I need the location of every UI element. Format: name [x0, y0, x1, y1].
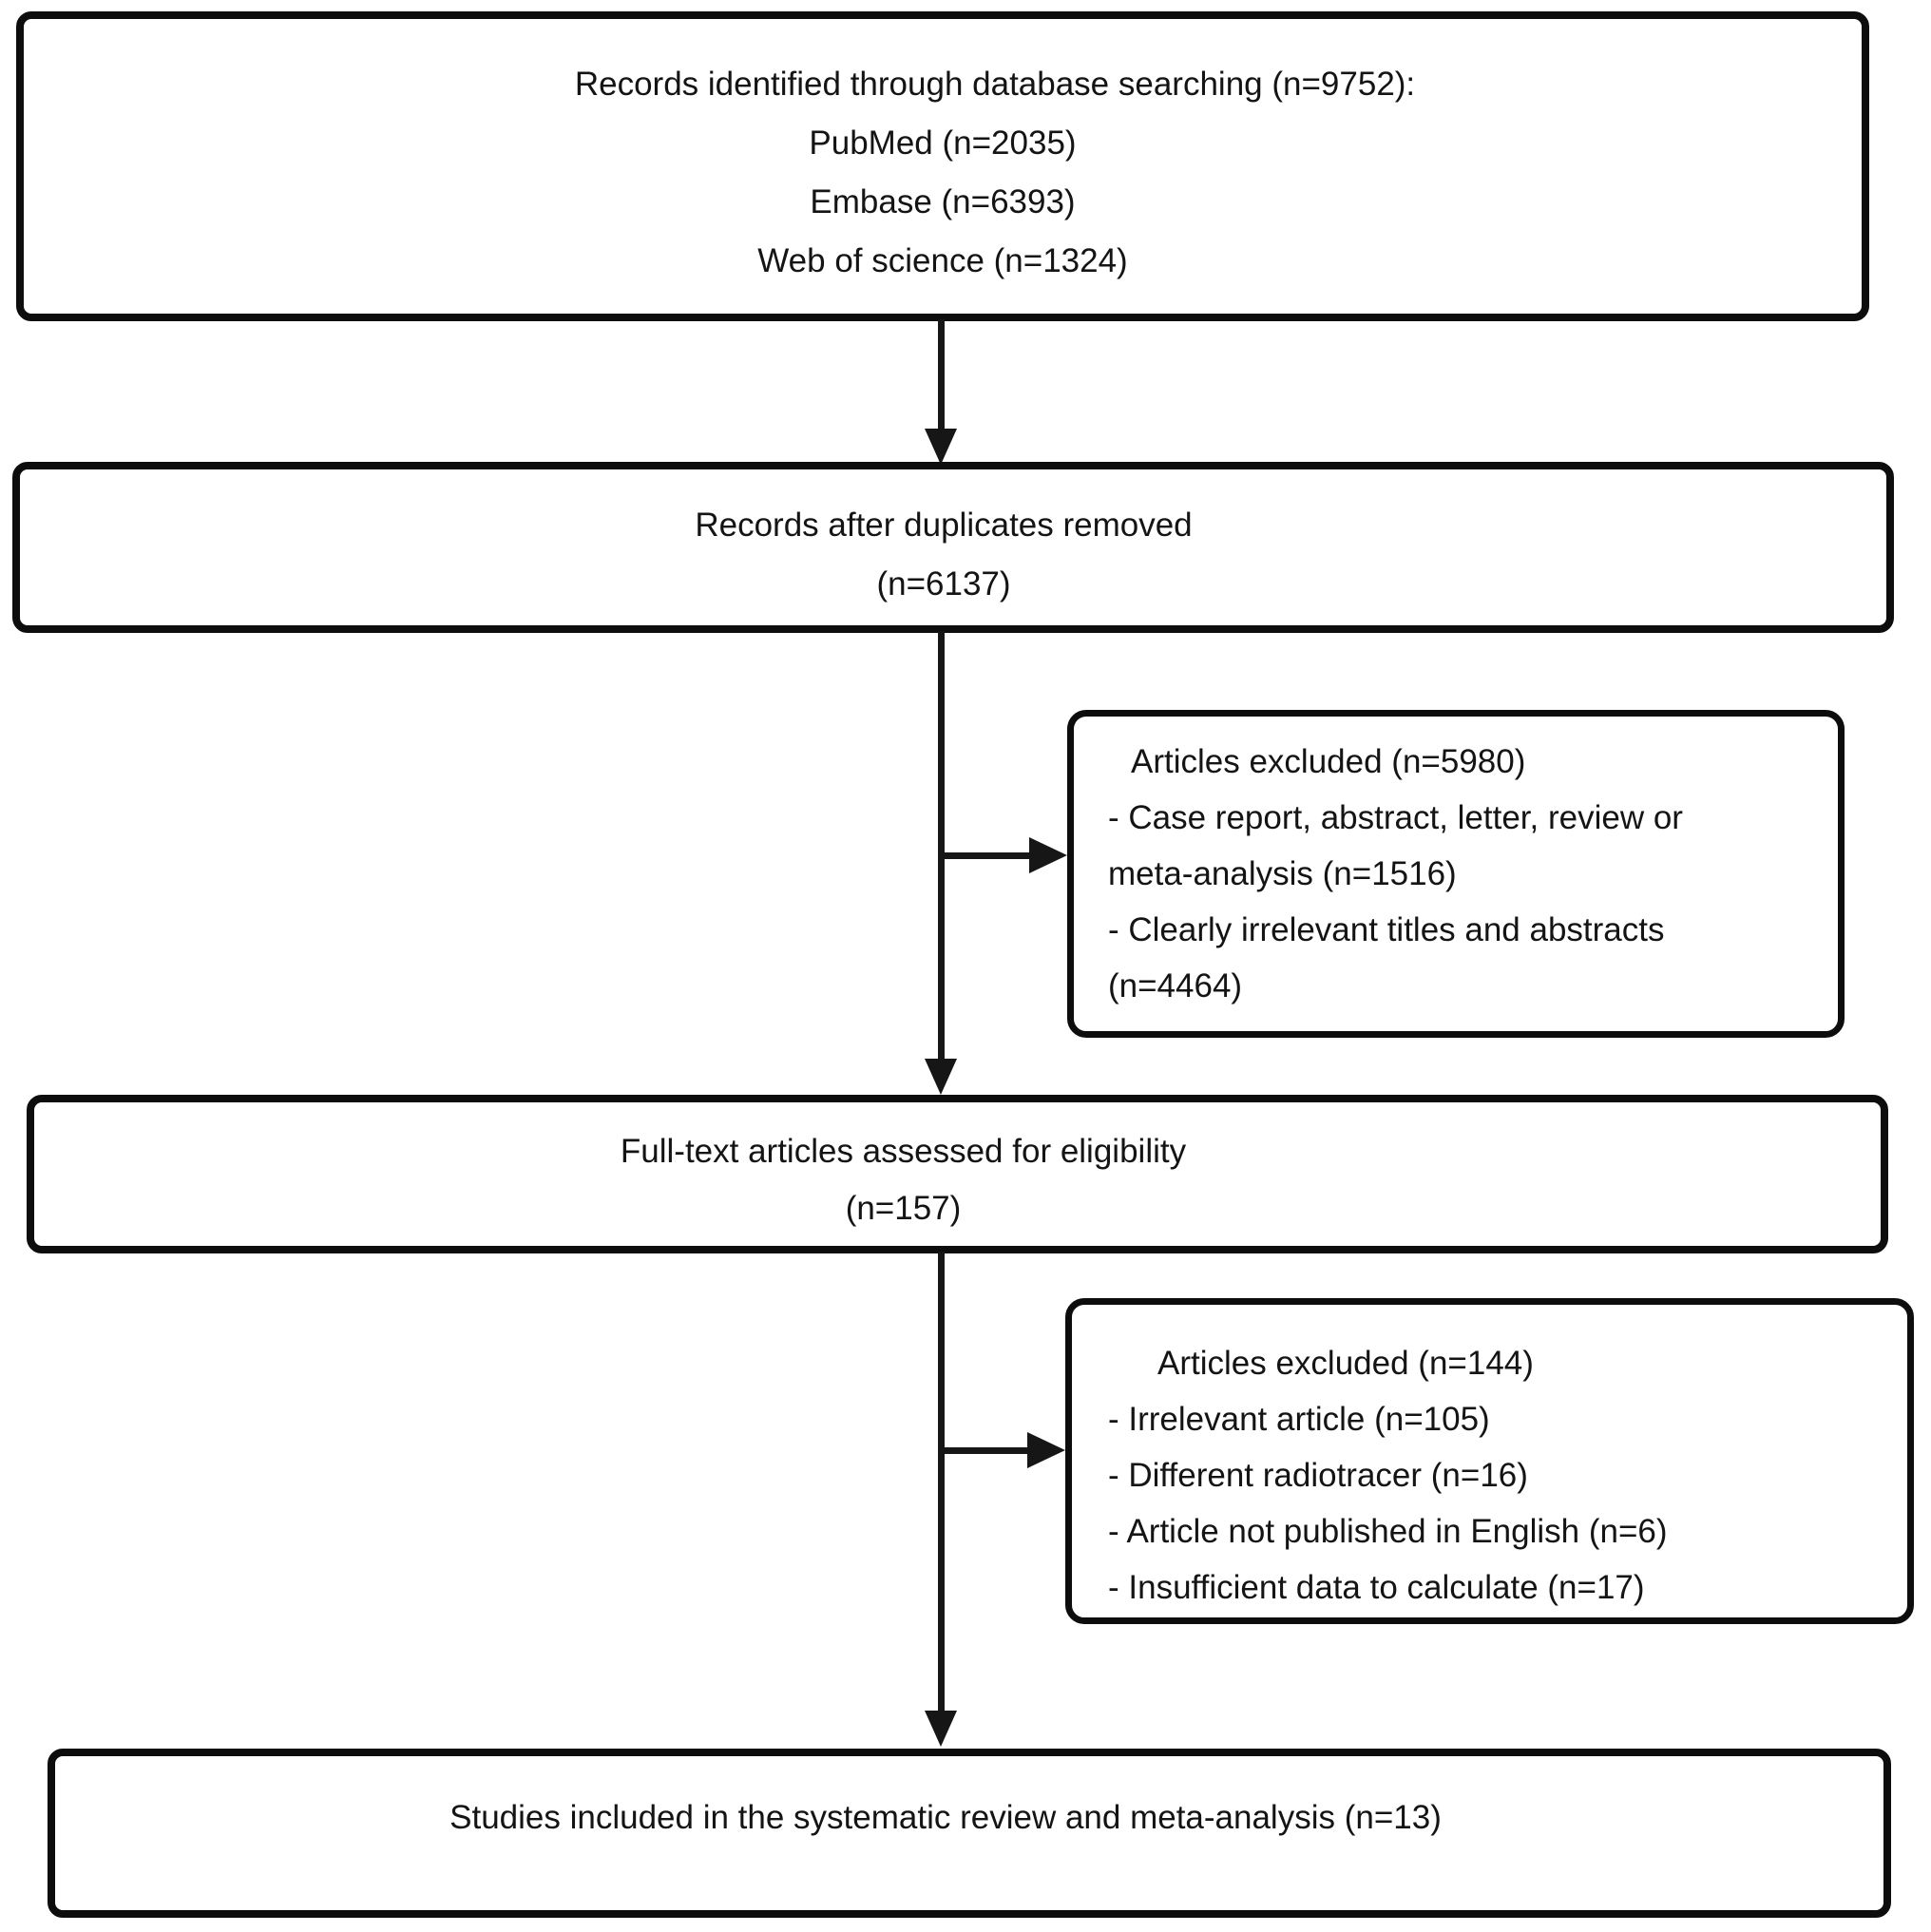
- identification-source-pubmed: PubMed (n=2035): [809, 124, 1077, 162]
- arrowhead-down-icon: [925, 1059, 957, 1095]
- included-title: Studies included in the systematic revie…: [449, 1799, 1442, 1836]
- excluded-eligibility-reason-3: - Article not published in English (n=6): [1108, 1513, 1668, 1550]
- identification-box-content: Records identified through database sear…: [523, 42, 1415, 291]
- excluded-eligibility-title: Articles excluded (n=144): [1157, 1345, 1534, 1382]
- arrowhead-down-icon: [925, 1711, 957, 1747]
- dedup-box-content: Records after duplicates removed (n=6137…: [695, 481, 1201, 614]
- connector-dedup-to-eligibility: [938, 631, 945, 1063]
- branch-to-excluded-screening: [938, 852, 1033, 859]
- branch-to-excluded-eligibility: [938, 1447, 1031, 1454]
- dedup-title: Records after duplicates removed: [695, 507, 1193, 544]
- excluded-screening-reason-2: - Clearly irrelevant titles and abstract…: [1108, 911, 1665, 948]
- identification-box: Records identified through database sear…: [16, 11, 1869, 321]
- included-box: Studies included in the systematic revie…: [48, 1749, 1891, 1918]
- excluded-eligibility-reason-2: - Different radiotracer (n=16): [1108, 1457, 1528, 1494]
- eligibility-count: (n=157): [845, 1189, 962, 1227]
- excluded-screening-reason-1-cont: meta-analysis (n=1516): [1108, 855, 1457, 892]
- eligibility-box: Full-text articles assessed for eligibil…: [27, 1095, 1888, 1253]
- excluded-eligibility-reason-4: - Insufficient data to calculate (n=17): [1108, 1569, 1645, 1606]
- excluded-screening-reason-2-cont: (n=4464): [1108, 967, 1243, 1004]
- connector-identification-to-dedup: [938, 319, 945, 433]
- dedup-count: (n=6137): [876, 565, 1011, 603]
- arrowhead-right-icon: [1027, 1432, 1065, 1468]
- identification-source-embase: Embase (n=6393): [810, 183, 1076, 220]
- excluded-eligibility-box: Articles excluded (n=144) - Irrelevant a…: [1065, 1298, 1914, 1624]
- eligibility-box-content: Full-text articles assessed for eligibil…: [621, 1112, 1240, 1237]
- dedup-box: Records after duplicates removed (n=6137…: [12, 462, 1894, 633]
- excluded-screening-box: Articles excluded (n=5980) - Case report…: [1067, 710, 1845, 1038]
- identification-title: Records identified through database sear…: [574, 66, 1416, 103]
- excluded-eligibility-reason-1: - Irrelevant article (n=105): [1108, 1401, 1490, 1438]
- excluded-screening-title: Articles excluded (n=5980): [1131, 743, 1526, 780]
- connector-eligibility-to-included: [938, 1252, 945, 1715]
- arrowhead-right-icon: [1029, 837, 1067, 873]
- identification-source-web-of-science: Web of science (n=1324): [757, 242, 1128, 279]
- excluded-screening-reason-1: - Case report, abstract, letter, review …: [1108, 799, 1683, 836]
- eligibility-title: Full-text articles assessed for eligibil…: [620, 1132, 1187, 1170]
- arrowhead-down-icon: [925, 429, 957, 465]
